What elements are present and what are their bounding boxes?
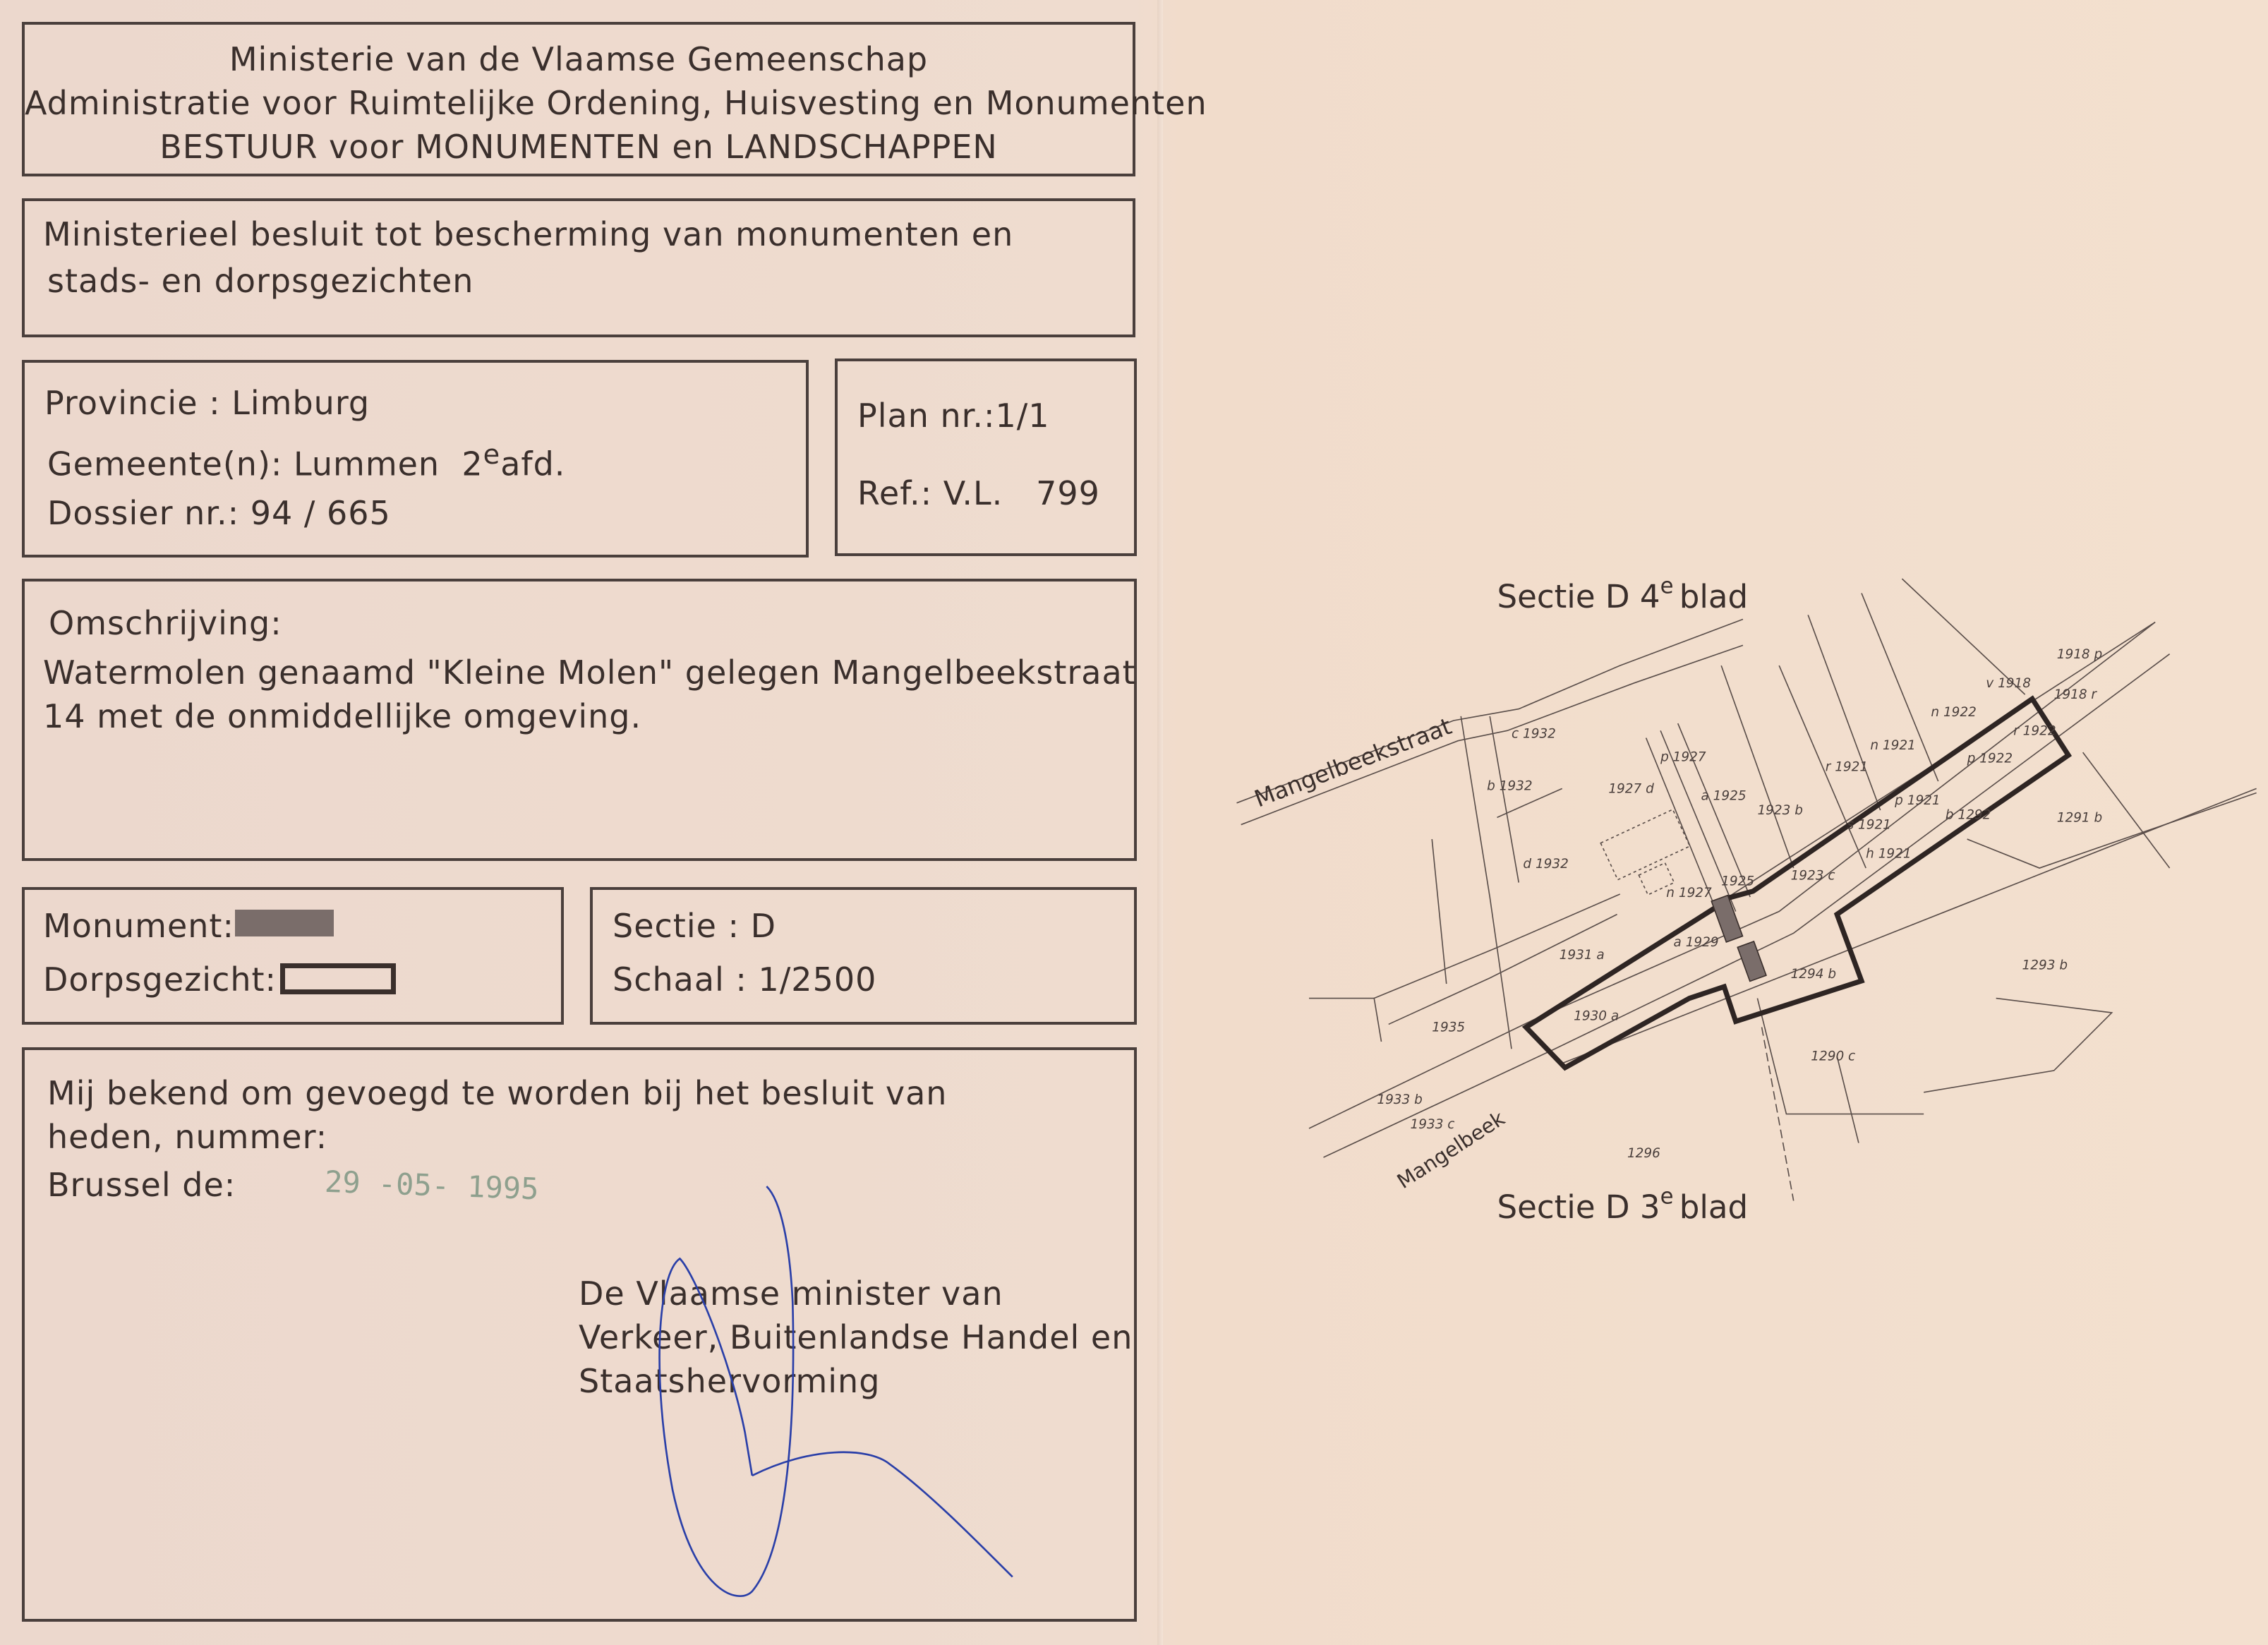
provincie-value: Limburg [231, 384, 370, 422]
river-label: Mangelbeek [1393, 1106, 1509, 1193]
parcel-label: 1931 a [1560, 948, 1605, 963]
parcel-label: n 1922 [1931, 705, 1976, 720]
page-fold [1157, 0, 1163, 1645]
afdeling-sup: e [483, 439, 501, 471]
parcel-label: s 1921 [1847, 818, 1891, 833]
parcel-label: d 1932 [1523, 857, 1569, 872]
approval-line2: heden, nummer: [47, 1118, 328, 1156]
legend-box: Monument: Dorpsgezicht: [22, 887, 564, 1025]
map-top-title: Sectie D 4 [1497, 578, 1660, 615]
description-box: Omschrijving: Watermolen genaamd "Kleine… [22, 579, 1137, 861]
parcel-label: 1918 p [2057, 647, 2102, 662]
minister-line3: Staatshervorming [579, 1362, 881, 1400]
legend-monument-label: Monument: [43, 907, 234, 945]
parcel-label: p 1921 [1894, 793, 1941, 808]
department-name: BESTUUR voor MONUMENTEN en LANDSCHAPPEN [159, 128, 998, 166]
gemeente-label: Gemeente(n): [47, 445, 283, 483]
legend-dorpsgezicht-label: Dorpsgezicht: [43, 960, 277, 999]
cadastral-map [1236, 578, 2257, 1201]
ministry-name: Ministerie van de Vlaamse Gemeenschap [229, 40, 929, 78]
parcel-label: 1923 c [1791, 868, 1835, 883]
parcel-label: r 1921 [1826, 760, 1868, 775]
plan-value: 1/1 [995, 397, 1050, 435]
parcel-label: b 1932 [1487, 778, 1533, 793]
monument-outbuilding [1737, 940, 1767, 982]
decree-line1: Ministerieel besluit tot bescherming van… [43, 215, 1014, 253]
dossier-value: 94 / 665 [250, 494, 391, 532]
minister-line2: Verkeer, Buitenlandse Handel en [579, 1318, 1133, 1356]
minister-line1: De Vlaamse minister van [579, 1275, 1003, 1313]
parcel-label: 1294 b [1791, 967, 1836, 982]
plan-box: Plan nr.:1/1 Ref.: V.L. 799 [835, 358, 1137, 556]
brussel-label: Brussel de: [47, 1166, 236, 1204]
sectie-value: D [750, 907, 777, 945]
parcel-label: 1930 a [1574, 1008, 1619, 1023]
location-box: Provincie : Limburg Gemeente(n): Lummen … [22, 360, 809, 558]
provincie-label: Provincie : [44, 384, 221, 422]
parcel-label: r 1922 [2013, 723, 2056, 738]
parcel-label: a 1925 [1701, 789, 1747, 804]
parcel-label: b 1292 [1946, 807, 1991, 822]
parcel-label: 1918 r [2054, 687, 2098, 702]
schaal-value: 1/2500 [758, 960, 877, 999]
parcel-label: 1290 c [1811, 1049, 1855, 1064]
parcel-label: 1933 c [1411, 1117, 1455, 1132]
parcel-label: 1296 [1627, 1146, 1660, 1161]
decree-box: Ministerieel besluit tot bescherming van… [22, 198, 1135, 337]
parcel-label: c 1932 [1512, 727, 1556, 742]
parcel-label: p 1927 [1660, 749, 1706, 764]
parcel-label: 1935 [1432, 1020, 1465, 1035]
ministry-header-box: Ministerie van de Vlaamse Gemeenschap Ad… [22, 22, 1207, 176]
description-line2: 14 met de onmiddellijke omgeving. [43, 697, 642, 735]
gemeente-value: Lummen [294, 445, 440, 483]
plan-label: Plan nr.: [857, 397, 996, 435]
parcel-label: 1925 [1721, 874, 1754, 889]
approval-line1: Mij bekend om gevoegd te worden bij het … [47, 1074, 948, 1112]
sectie-label: Sectie : [613, 907, 740, 945]
approval-box: Mij bekend om gevoegd te worden bij het … [22, 1047, 1137, 1622]
protected-area-boundary [1521, 695, 2073, 1071]
parcel-label: v 1918 [1986, 676, 2031, 691]
decree-line2: stads- en dorpsgezichten [47, 262, 474, 300]
description-label: Omschrijving: [49, 604, 282, 642]
parcel-label: 1923 b [1757, 803, 1803, 818]
section-box: Sectie : D Schaal : 1/2500 [590, 887, 1137, 1025]
parcel-label: 1293 b [2022, 958, 2068, 973]
description-line1: Watermolen genaamd "Kleine Molen" gelege… [43, 653, 1136, 692]
monument-swatch [235, 910, 334, 936]
administration-name: Administratie voor Ruimtelijke Ordening,… [25, 84, 1207, 122]
parcel-label: a 1929 [1674, 935, 1719, 950]
schaal-label: Schaal : [613, 960, 747, 999]
parcel-label: 1291 b [2057, 810, 2102, 825]
dorpsgezicht-swatch [280, 963, 396, 994]
ref-value: 799 [1036, 474, 1100, 512]
street-label: Mangelbeekstraat [1251, 713, 1456, 813]
afdeling-number: 2 [462, 445, 483, 483]
ref-label: Ref.: V.L. [857, 474, 1003, 512]
parcel-label: p 1922 [1967, 751, 2013, 766]
street-mangelbeekstraat [1236, 618, 1744, 826]
parcel-label: 1927 d [1608, 781, 1654, 796]
afdeling-label: afd. [500, 445, 566, 483]
monument-mill-building [1711, 894, 1744, 943]
dossier-label: Dossier nr.: [47, 494, 240, 532]
parcel-label: n 1927 [1666, 886, 1712, 900]
parcel-label: h 1921 [1866, 847, 1911, 862]
river-mangelbeek [1308, 621, 2171, 1158]
map-bottom-title: Sectie D 3 [1497, 1188, 1660, 1226]
parcel-label: 1933 b [1377, 1092, 1423, 1107]
parcel-label: n 1921 [1870, 738, 1915, 753]
